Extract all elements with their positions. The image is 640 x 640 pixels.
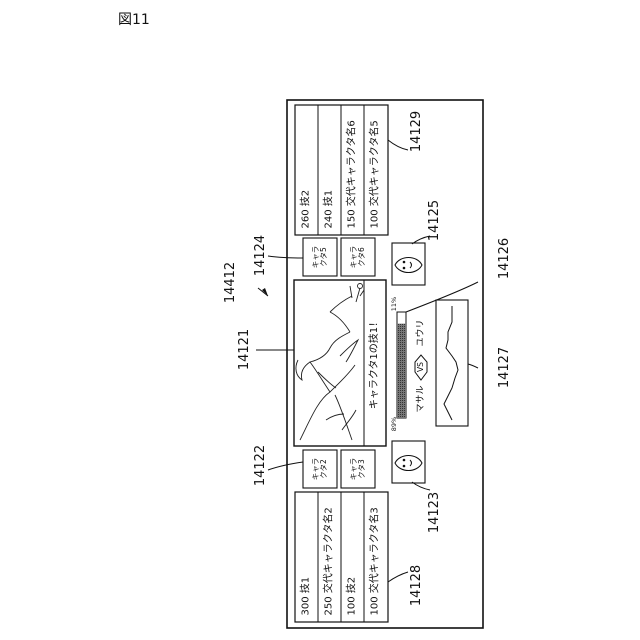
left-list-value: 100 [370,596,381,615]
ref-14128: 14128 [409,565,424,606]
left-avatar-box [392,441,425,483]
right-list-value: 150 [347,209,358,228]
right-char-label: キャラクタ6 [350,239,366,275]
leader-14127 [468,364,478,368]
left-list-row: 100 技2 [346,499,360,616]
right-list-row: 150 交代キャラクタ名6 [346,112,360,229]
vs-left-name: マサル [415,379,427,419]
ref-14123: 14123 [427,492,442,533]
left-list-text: 技1 [301,577,312,593]
ref-14127: 14127 [497,347,512,388]
left-char-label: キャラクタ2 [312,451,328,487]
right-list-text: 交代キャラクタ名5 [370,120,381,206]
monster-illustration [296,284,364,441]
leader-14128 [388,572,408,582]
right-list-row: 240 技1 [323,112,337,229]
vs-label: VS [415,357,427,377]
right-list-row: 260 技2 [300,112,314,229]
right-list-text: 交代キャラクタ名6 [347,120,358,206]
left-list-row: 250 交代キャラクタ名2 [323,499,337,616]
ref-14124: 14124 [253,235,268,276]
gauge-left-percent: 89% [389,414,399,434]
ref-14121: 14121 [237,329,252,370]
ref-14126: 14126 [497,238,512,279]
right-list-value: 260 [301,209,312,228]
left-list-row: 100 交代キャラクタ名3 [369,499,383,616]
leader-14124 [268,256,303,258]
left-list-text: 交代キャラクタ名3 [370,507,381,593]
right-list-row: 100 交代キャラクタ名5 [369,112,383,229]
graph-line [444,306,458,420]
right-char-label: キャラクタ5 [312,239,328,275]
gauge-fill [397,324,406,418]
right-list-value: 100 [370,209,381,228]
ref-14129: 14129 [409,111,424,152]
main-caption: キャラクタ1の技1！ [368,293,382,433]
left-list-text: 交代キャラクタ名2 [324,507,335,593]
vs-right-name: ユウリ [415,313,427,353]
left-list-row: 300 技1 [300,499,314,616]
leader-14122 [268,462,303,470]
right-list-text: 技2 [301,190,312,206]
leader-14126 [406,282,478,312]
right-avatar-face [395,258,422,273]
right-list-value: 240 [324,209,335,228]
ref-14122: 14122 [253,445,268,486]
right-list-text: 技1 [324,190,335,206]
ref-14412: 14412 [223,262,238,303]
right-avatar-box [392,243,425,285]
left-list-value: 250 [324,596,335,615]
left-char-label: キャラクタ3 [350,451,366,487]
ref-14125: 14125 [427,200,442,241]
left-avatar-face [395,456,422,471]
leader-14129 [388,140,408,150]
gauge-right-percent: 11% [389,294,399,314]
left-list-value: 100 [347,596,358,615]
screen-frame [287,100,483,628]
left-list-text: 技2 [347,577,358,593]
left-list-value: 300 [301,596,312,615]
